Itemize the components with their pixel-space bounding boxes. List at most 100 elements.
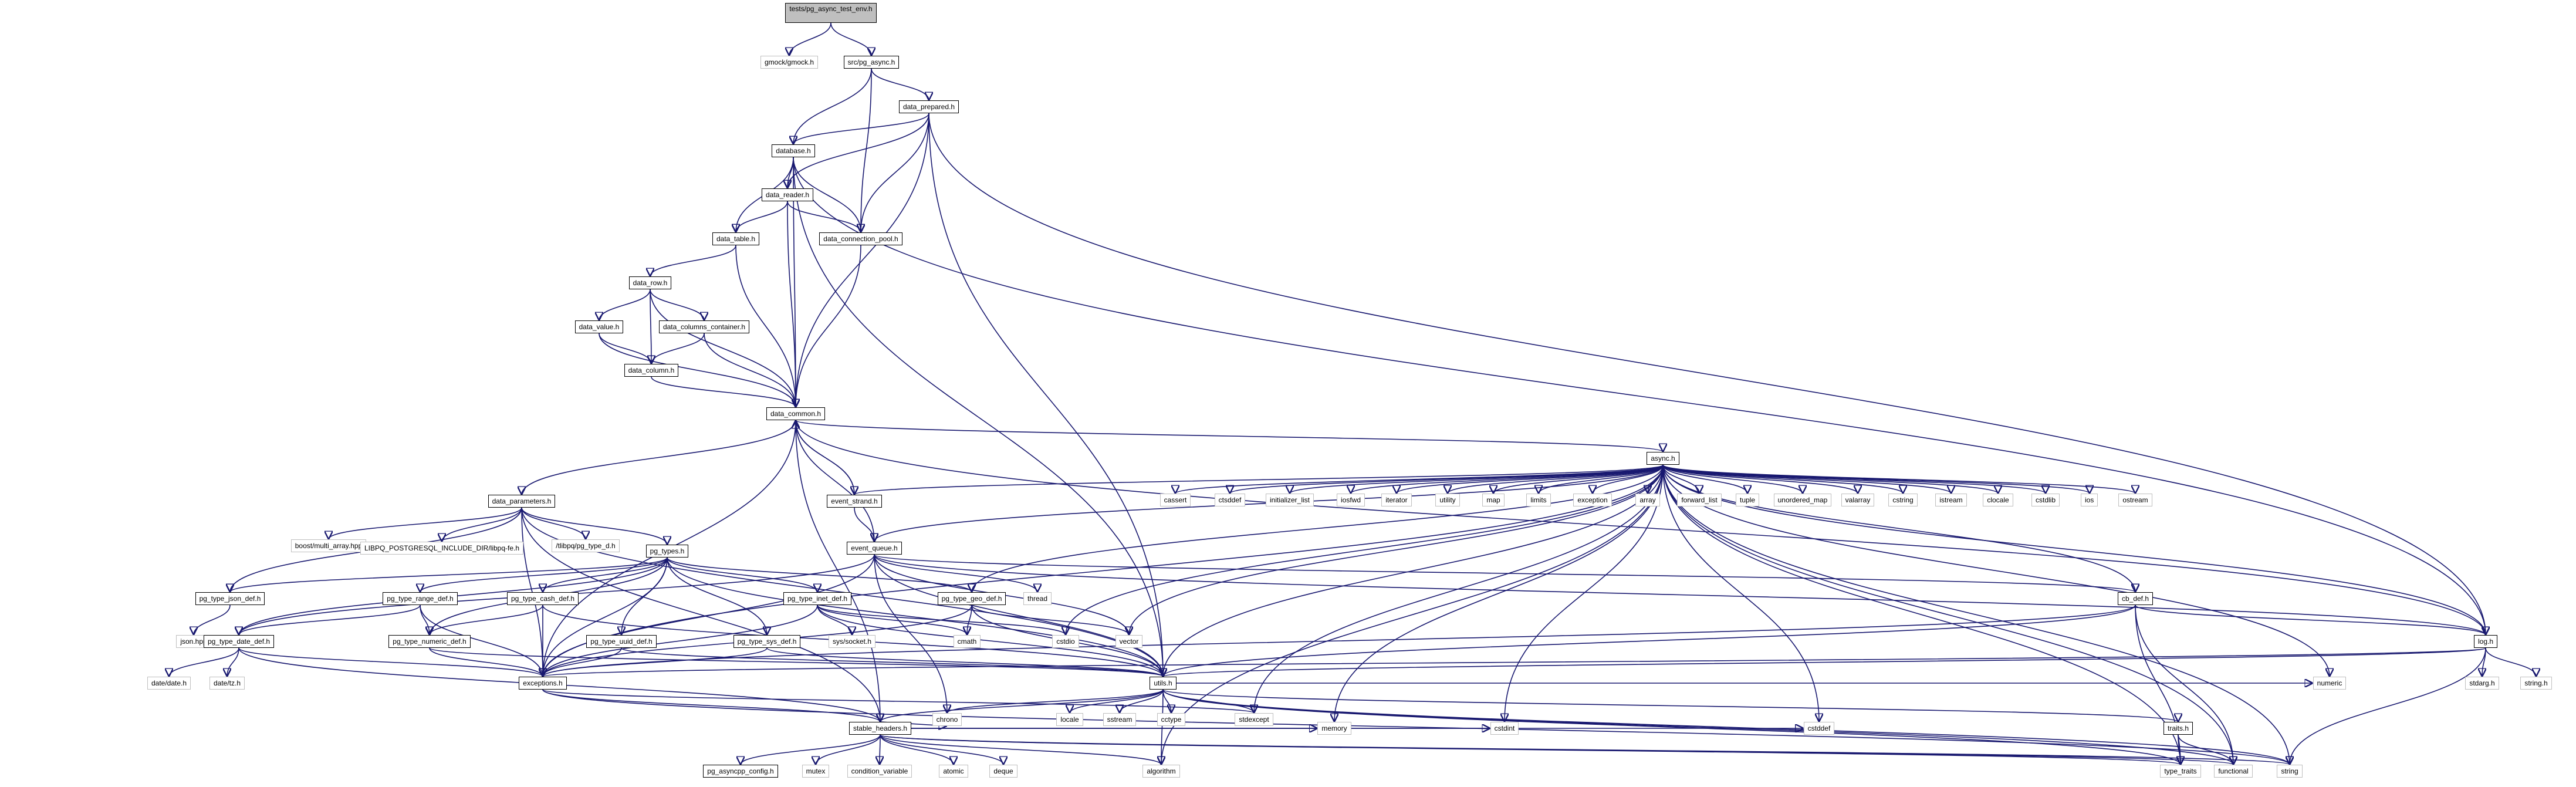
edge-async-to-iterator xyxy=(1397,464,1664,494)
edge-pg-type-sys-def-to-exceptions xyxy=(543,647,768,677)
edge-data-common-to-log xyxy=(795,420,2486,635)
node-async[interactable]: async.h xyxy=(1647,452,1679,465)
edge-exceptions-to-string xyxy=(542,689,2290,765)
edge-data-common-to-async xyxy=(795,420,1663,452)
node-data-value[interactable]: data_value.h xyxy=(574,320,624,333)
edge-async-to-utils xyxy=(1163,464,1664,677)
node-cstddef2: ctsddef xyxy=(1214,494,1246,506)
edge-utils-to-sstream xyxy=(1120,689,1164,714)
edge-async-to-string xyxy=(1662,464,2290,765)
node-database[interactable]: database.h xyxy=(772,144,815,157)
edge-stable-headers-to-atomic xyxy=(880,734,954,765)
node-cb-def[interactable]: cb_def.h xyxy=(2117,592,2154,605)
node-cstdint: cstdint xyxy=(1490,722,1519,735)
node-cstdio: cstdio xyxy=(1052,635,1079,648)
node-pg-type-sys-def[interactable]: pg_type_sys_def.h xyxy=(733,635,801,648)
node-event-queue[interactable]: event_queue.h xyxy=(847,542,902,555)
node-pg-type-uuid-def[interactable]: pg_type_uuid_def.h xyxy=(586,635,657,648)
edge-log-to-exceptions xyxy=(543,647,2486,677)
node-data-connection-pool[interactable]: data_connection_pool.h xyxy=(819,232,902,245)
edge-event-queue-to-utils xyxy=(874,554,1163,677)
node-data-common[interactable]: data_common.h xyxy=(766,407,826,420)
edge-data-row-to-data-column xyxy=(650,289,651,364)
edge-pg-types-to-utils xyxy=(667,557,1163,677)
node-pg-async[interactable]: src/pg_async.h xyxy=(843,56,900,69)
node-pg-types[interactable]: pg_types.h xyxy=(645,545,689,558)
edge-data-reader-to-data-connection-pool xyxy=(787,201,861,233)
node-traits[interactable]: traits.h xyxy=(2163,722,2193,735)
edge-pg-type-sys-def-to-utils xyxy=(766,647,1163,677)
edge-database-to-data-common xyxy=(793,157,796,407)
edge-utils-to-traits xyxy=(1162,689,2178,722)
node-stdexcept: stdexcept xyxy=(1235,713,1273,726)
node-pg-type-cash-def[interactable]: pg_type_cash_def.h xyxy=(506,592,579,605)
node-root[interactable]: tests/pg_async_test_env.h xyxy=(785,3,877,23)
edge-async-to-functional xyxy=(1662,464,2233,765)
node-data-columns-container[interactable]: data_columns_container.h xyxy=(658,320,750,333)
edge-pg-async-to-data-connection-pool xyxy=(861,68,872,232)
node-pg-type-date-def[interactable]: pg_type_date_def.h xyxy=(203,635,275,648)
edge-cb-def-to-exceptions xyxy=(543,604,2136,677)
node-iterator: iterator xyxy=(1381,494,1412,506)
edge-data-prepared-to-database xyxy=(793,113,929,145)
edge-utils-to-locale xyxy=(1070,689,1164,714)
node-pg-asyncpp-config[interactable]: pg_asyncpp_config.h xyxy=(703,765,778,778)
edge-async-to-cstdint xyxy=(1505,464,1664,722)
node-data-parameters[interactable]: data_parameters.h xyxy=(488,495,556,508)
node-exceptions[interactable]: exceptions.h xyxy=(519,677,567,690)
edge-stable-headers-to-type-traits xyxy=(880,734,2181,765)
node-data-row[interactable]: data_row.h xyxy=(628,276,672,289)
node-valarray: valarray xyxy=(1841,494,1875,506)
node-sys-socket: sys/socket.h xyxy=(828,635,876,648)
edge-async-to-cb-def xyxy=(1662,464,2135,592)
edge-data-parameters-to-pg-type-d xyxy=(521,507,586,540)
edge-data-parameters-to-boost-multi-array xyxy=(329,507,522,540)
edge-cb-def-to-functional xyxy=(2135,604,2233,765)
edge-pg-type-cash-def-to-pg-type-numeric-def xyxy=(430,604,543,636)
node-istream: istream xyxy=(1935,494,1967,506)
edge-pg-type-numeric-def-to-exceptions xyxy=(429,647,543,677)
edge-log-to-string-h xyxy=(2485,647,2536,677)
edge-event-strand-to-data-common xyxy=(796,420,855,495)
edge-database-to-log xyxy=(793,157,2486,635)
node-pg-type-geo-def[interactable]: pg_type_geo_def.h xyxy=(937,592,1006,605)
node-pg-type-json-def[interactable]: pg_type_json_def.h xyxy=(195,592,265,605)
node-data-column[interactable]: data_column.h xyxy=(624,364,679,377)
edge-data-reader-to-data-common xyxy=(787,201,796,407)
edge-event-queue-to-log xyxy=(874,554,2486,636)
edge-pg-type-range-def-to-pg-type-numeric-def xyxy=(420,604,430,635)
node-data-reader[interactable]: data_reader.h xyxy=(761,188,814,201)
node-pg-type-range-def[interactable]: pg_type_range_def.h xyxy=(383,592,458,605)
node-sstream: sstream xyxy=(1103,713,1137,726)
edge-data-table-to-data-common xyxy=(735,245,796,407)
node-limits: limits xyxy=(1526,494,1551,506)
node-ostream: ostream xyxy=(2118,494,2152,506)
edge-pg-type-geo-def-to-cmath xyxy=(967,604,972,635)
node-date-date: date/date.h xyxy=(147,677,191,690)
node-stable-headers[interactable]: stable_headers.h xyxy=(848,722,912,735)
node-type-traits: type_traits xyxy=(2160,765,2201,778)
edge-async-to-limits xyxy=(1539,464,1664,494)
node-utils[interactable]: utils.h xyxy=(1150,677,1177,690)
node-data-table[interactable]: data_table.h xyxy=(712,232,760,245)
node-iosfwd: iosfwd xyxy=(1336,494,1365,506)
node-cmath: cmath xyxy=(953,635,981,648)
edge-stable-headers-to-string xyxy=(880,734,2290,765)
edge-data-prepared-to-data-common xyxy=(796,113,929,407)
node-cctype: cctype xyxy=(1157,713,1186,726)
node-event-strand[interactable]: event_strand.h xyxy=(827,495,882,508)
node-date-tz: date/tz.h xyxy=(209,677,245,690)
edge-data-prepared-to-log xyxy=(928,113,2486,635)
edge-async-to-forward-list xyxy=(1662,464,1699,494)
node-initializer-list: initializer_list xyxy=(1265,494,1314,506)
node-log[interactable]: log.h xyxy=(2473,635,2498,648)
edge-pg-type-numeric-def-to-utils xyxy=(429,647,1163,677)
node-algorithm: algorithm xyxy=(1142,765,1180,778)
edge-stable-headers-to-deque xyxy=(880,734,1003,765)
edge-pg-type-date-def-to-exceptions xyxy=(238,647,543,677)
node-pg-type-numeric-def[interactable]: pg_type_numeric_def.h xyxy=(388,635,471,648)
node-data-prepared[interactable]: data_prepared.h xyxy=(898,100,959,113)
node-pg-type-inet-def[interactable]: pg_type_inet_def.h xyxy=(783,592,852,605)
edge-async-to-cstddef xyxy=(1662,464,1819,722)
